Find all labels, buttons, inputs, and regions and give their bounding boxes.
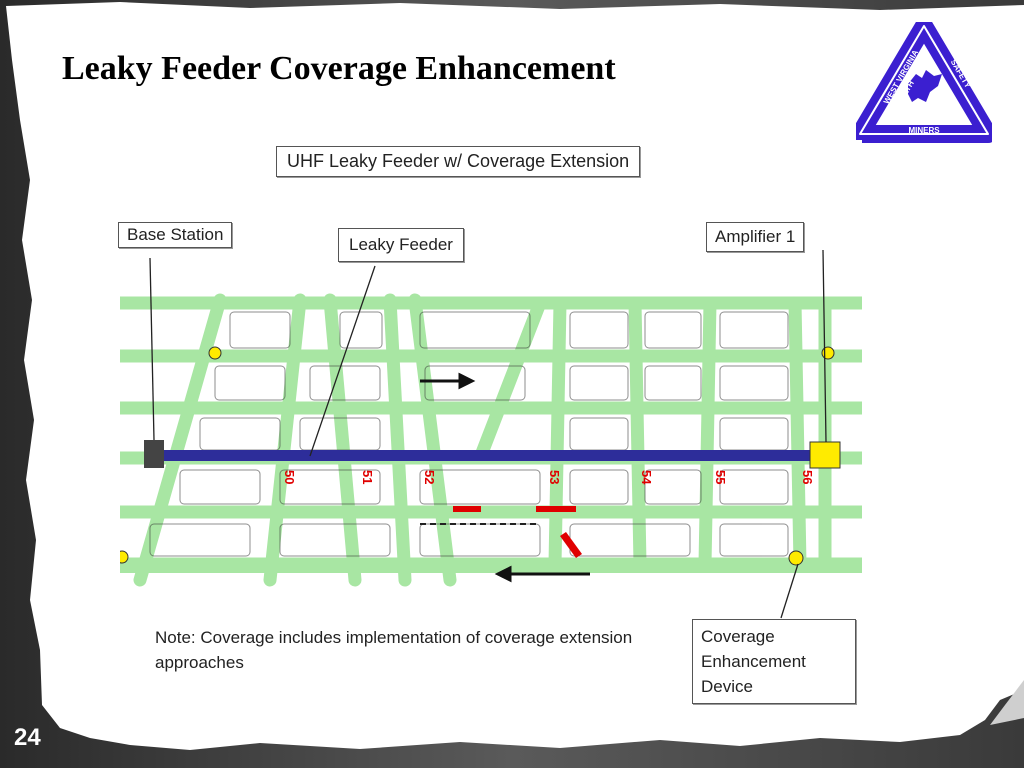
amplifier-label: Amplifier 1 <box>706 222 805 252</box>
crosscut-tag-52: 52 <box>422 470 437 484</box>
base-station-label: Base Station <box>118 222 233 248</box>
crosscut-tags: 50 51 52 53 54 55 56 <box>282 470 815 485</box>
mine-map: 50 51 52 53 54 55 56 <box>120 249 862 619</box>
wv-office-of-safety-logo: WEST VIRGINIA HEALTH OFFICE OF SAFETY TR… <box>856 22 992 143</box>
diagram-heading: UHF Leaky Feeder w/ Coverage Extension <box>276 146 641 177</box>
crosscut-tag-56: 56 <box>800 470 815 484</box>
pillar-marks <box>149 311 789 557</box>
base-station-box <box>144 440 164 468</box>
yellow-nodes <box>120 346 835 566</box>
mine-entries-thin <box>120 297 862 573</box>
amplifier-box <box>809 441 841 469</box>
crosscut-tag-51: 51 <box>360 470 375 484</box>
page-number: 24 <box>14 724 41 751</box>
callout-lines <box>149 249 827 619</box>
logo-text-miners: MINERS <box>908 126 940 135</box>
red-markers <box>453 506 582 558</box>
leaky-feeder-cable <box>158 450 812 461</box>
leaky-feeder-diagram: 50 51 52 53 54 55 56 UHF Leaky Feeder w/… <box>118 140 862 710</box>
logo-text-training: TRAINING <box>905 117 944 126</box>
crosscut-tag-55: 55 <box>713 470 728 484</box>
airflow-arrows <box>420 372 590 583</box>
crosscut-tag-53: 53 <box>547 470 562 484</box>
mine-entries <box>120 293 862 587</box>
coverage-device-label: Coverage Enhancement Device <box>692 619 856 704</box>
coverage-note: Note: Coverage includes implementation o… <box>155 628 633 672</box>
crosscut-tag-54: 54 <box>639 470 654 485</box>
leaky-feeder-label: Leaky Feeder <box>338 228 464 262</box>
slide-title: Leaky Feeder Coverage Enhancement <box>62 50 616 87</box>
crosscut-tag-50: 50 <box>282 470 297 484</box>
